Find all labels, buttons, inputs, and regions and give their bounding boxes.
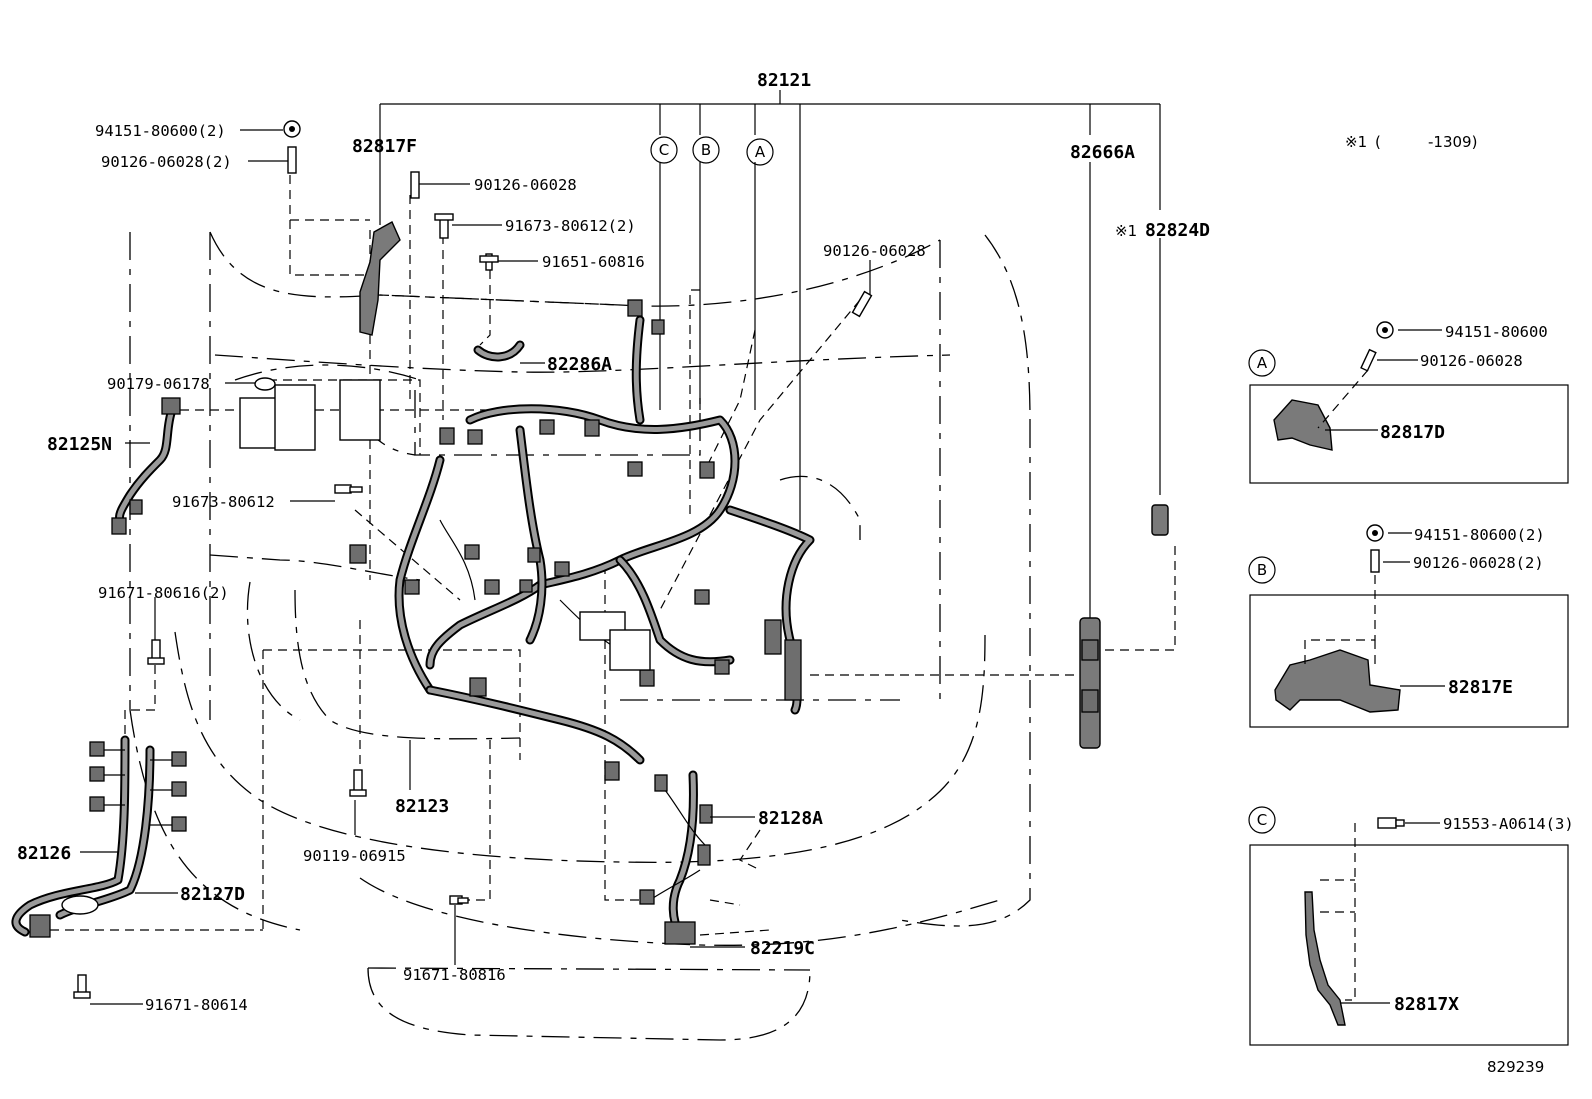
inset-b-label: B [1257, 561, 1267, 579]
callout-b-inset [1248, 556, 1276, 584]
note-mark: ※1 [1345, 133, 1367, 151]
label-82286A: 82286A [547, 354, 612, 375]
note-paren-open: ( [1375, 133, 1381, 151]
inset-c [1249, 822, 1569, 1046]
label-82126: 82126 [17, 843, 71, 864]
inset-b [1249, 532, 1569, 728]
harness-82126 [11, 735, 187, 938]
callout-a [746, 138, 774, 166]
label-82824D: 82824D [1145, 220, 1210, 241]
callout-c-inset [1248, 806, 1276, 834]
label-91651-60816: 91651-60816 [542, 253, 645, 271]
label-82824D-mark: ※1 [1115, 222, 1137, 240]
label-90179-06178: 90179-06178 [107, 375, 210, 393]
harness-82666A [1079, 617, 1101, 749]
fastener-icons [73, 120, 1405, 999]
inset-b-fastener-2: 90126-06028(2) [1413, 554, 1544, 572]
callout-a-inset [1248, 349, 1276, 377]
inset-a-label: A [1257, 354, 1268, 372]
label-90126-06028-a: 90126-06028 [474, 176, 577, 194]
callout-b-label: B [701, 141, 711, 159]
harness-82128A [604, 761, 713, 945]
callout-b [692, 136, 720, 164]
label-82817E: 82817E [1448, 677, 1513, 698]
label-82127D: 82127D [180, 884, 245, 905]
label-91673-80612: 91673-80612 [172, 493, 275, 511]
label-91671-80614: 91671-80614 [145, 996, 248, 1014]
inset-b-fastener-1: 94151-80600(2) [1414, 526, 1545, 544]
label-90119-06915: 90119-06915 [303, 847, 406, 865]
label-82125N: 82125N [47, 434, 112, 455]
label-82128A: 82128A [758, 808, 823, 829]
label-82123: 82123 [395, 796, 449, 817]
leader-82121 [379, 90, 1161, 620]
callout-a-label: A [755, 143, 766, 161]
label-82817F: 82817F [352, 136, 417, 157]
harness-82125N [111, 397, 181, 535]
callout-c-label: C [659, 141, 669, 159]
label-82817X: 82817X [1394, 994, 1459, 1015]
label-94151-80600-2: 94151-80600(2) [95, 122, 226, 140]
inset-a-fastener-2: 90126-06028 [1420, 352, 1523, 370]
label-90126-06028-b: 90126-06028 [823, 242, 926, 260]
main-harness-82121 [239, 299, 815, 765]
label-82666A: 82666A [1070, 142, 1135, 163]
note-text: -1309) [1428, 133, 1477, 151]
label-91671-80616-2: 91671-80616(2) [98, 584, 229, 602]
label-82817D: 82817D [1380, 422, 1445, 443]
inset-c-fastener-1: 91553-A0614(3) [1443, 815, 1574, 833]
label-leaders [80, 129, 871, 1005]
callout-c [650, 136, 678, 164]
label-82121: 82121 [757, 70, 811, 91]
label-91673-80612-2: 91673-80612(2) [505, 217, 636, 235]
bracket-82817F [359, 221, 401, 336]
label-91671-80816: 91671-80816 [403, 966, 506, 984]
figure-number: 829239 [1487, 1058, 1544, 1076]
inset-c-label: C [1257, 811, 1267, 829]
inset-a-fastener-1: 94151-80600 [1445, 323, 1548, 341]
label-90126-06028-2: 90126-06028(2) [101, 153, 232, 171]
inset-a [1249, 329, 1569, 484]
label-82219C: 82219C [750, 938, 815, 959]
part-82824D [1151, 504, 1169, 536]
harness-82286A [473, 340, 525, 362]
